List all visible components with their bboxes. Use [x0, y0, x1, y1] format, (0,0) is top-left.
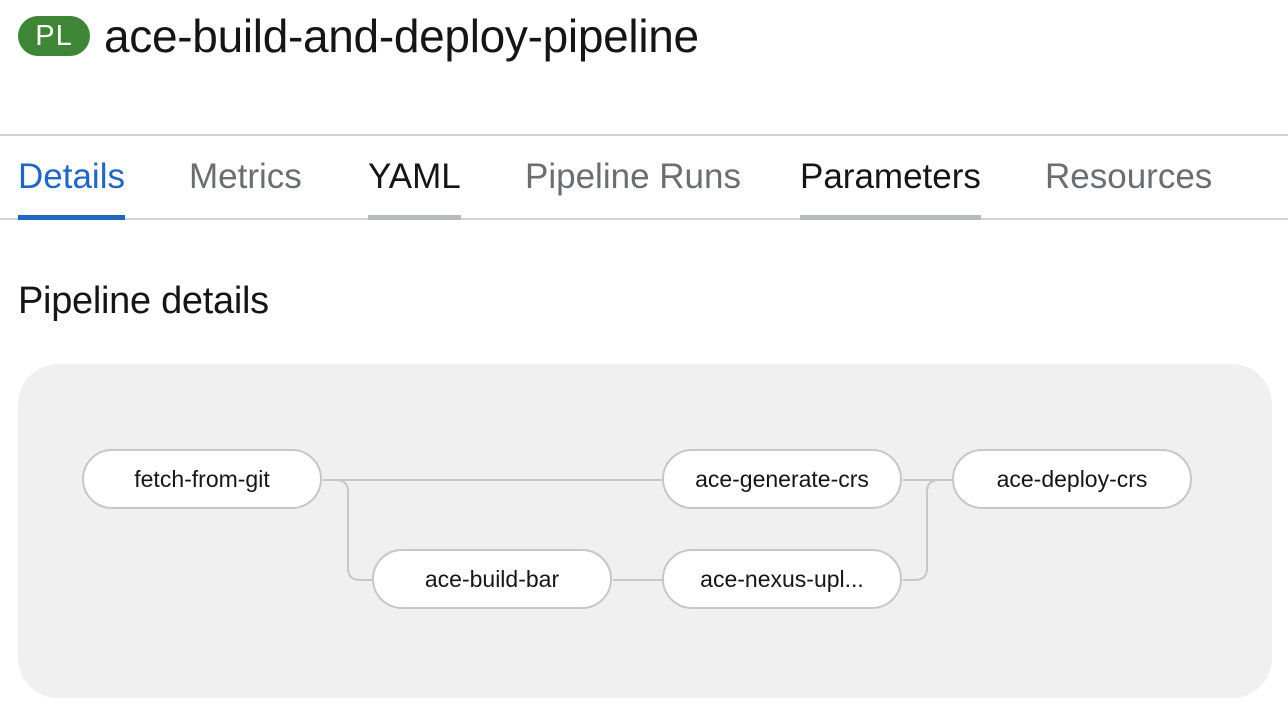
edge-nexus-to-deploy	[903, 479, 953, 581]
page-title: ace-build-and-deploy-pipeline	[104, 10, 699, 62]
tab-underline	[525, 215, 741, 220]
tab-metrics[interactable]: Metrics	[189, 136, 302, 218]
task-label: ace-build-bar	[424, 565, 560, 592]
tab-details[interactable]: Details	[18, 136, 125, 220]
tabs-top-divider	[0, 134, 1288, 136]
tab-yaml[interactable]: YAML	[368, 136, 461, 220]
tab-pipeline-runs[interactable]: Pipeline Runs	[525, 136, 741, 218]
pipeline-edges	[323, 479, 953, 581]
section-title: Pipeline details	[18, 280, 269, 322]
tab-label: Details	[18, 157, 125, 196]
tab-label: Metrics	[189, 157, 302, 196]
tab-parameters[interactable]: Parameters	[800, 136, 981, 220]
edge-fetch-to-build	[323, 479, 373, 581]
tab-underline	[189, 215, 302, 220]
task-node-ace-generate-crs[interactable]: ace-generate-crs	[662, 449, 902, 509]
task-label: fetch-from-git	[134, 465, 270, 492]
tab-label: Pipeline Runs	[525, 157, 741, 196]
task-label: ace-nexus-upl...	[700, 565, 864, 592]
tab-label: YAML	[368, 157, 461, 196]
tab-bar: Details Metrics YAML Pipeline Runs Param…	[0, 136, 1288, 220]
pipeline-badge: PL	[18, 16, 90, 56]
page-header: PL ace-build-and-deploy-pipeline	[18, 8, 699, 64]
task-node-ace-build-bar[interactable]: ace-build-bar	[372, 549, 612, 609]
tab-resources[interactable]: Resources	[1045, 136, 1212, 218]
task-node-ace-deploy-crs[interactable]: ace-deploy-crs	[952, 449, 1192, 509]
task-label: ace-generate-crs	[695, 465, 869, 492]
task-node-fetch-from-git[interactable]: fetch-from-git	[82, 449, 322, 509]
tab-underline	[800, 215, 981, 220]
pipeline-visualization: fetch-from-git ace-build-bar ace-generat…	[18, 364, 1272, 698]
tab-underline	[368, 215, 461, 220]
tab-label: Parameters	[800, 157, 981, 196]
task-node-ace-nexus-upload[interactable]: ace-nexus-upl...	[662, 549, 902, 609]
tab-underline	[1045, 215, 1212, 220]
tab-underline	[18, 215, 125, 220]
tab-label: Resources	[1045, 157, 1213, 196]
task-label: ace-deploy-crs	[996, 465, 1148, 492]
